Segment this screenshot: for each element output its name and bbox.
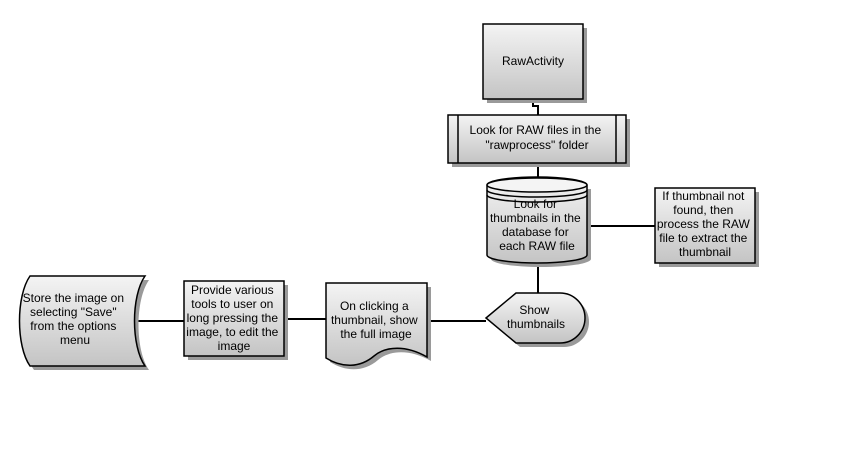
node-provide-tools: Provide various tools to user on long pr… (183, 280, 288, 360)
node-label: Look for RAW files in the "rawprocess" f… (470, 123, 605, 152)
label-line: Look for RAW files in the (470, 123, 602, 137)
node-label: Look for thumbnails in the database for … (490, 197, 584, 253)
node-shape (654, 187, 756, 264)
node-shape (447, 114, 627, 164)
label-line: If thumbnail not (662, 189, 745, 203)
label-line: process the RAW (657, 217, 751, 231)
node-store-image: Store the image on selecting "Save" from… (18, 275, 149, 370)
node-shape (18, 275, 147, 367)
label-line: Show (519, 303, 549, 317)
label-line: Store the image on (23, 291, 124, 305)
label-line: tools to user on (191, 297, 273, 311)
node-database-lookup: Look for thumbnails in the database for … (486, 176, 591, 267)
label-line: thumbnail, show (331, 313, 418, 327)
node-label: Show thumbnails (507, 303, 565, 331)
node-label: If thumbnail not found, then process the… (657, 189, 753, 259)
label-line: thumbnails in the (490, 211, 581, 225)
label-line: "rawprocess" folder (485, 138, 588, 152)
node-cylinder-ring (486, 189, 588, 198)
label-line: thumbnail (679, 245, 731, 259)
label-line: selecting "Save" (30, 305, 117, 319)
label-line: RawActivity (502, 54, 564, 68)
label-line: from the options (30, 319, 116, 333)
label-line: Provide various (191, 283, 274, 297)
node-raw-activity: RawActivity (482, 23, 587, 103)
label-line: the full image (340, 327, 412, 341)
label-line: Look for (514, 197, 557, 211)
node-if-not-found: If thumbnail not found, then process the… (654, 187, 759, 267)
node-label: On clicking a thumbnail, show the full i… (331, 299, 421, 341)
node-shape (183, 280, 285, 357)
label-line: image (218, 339, 251, 353)
label-line: each RAW file (499, 239, 575, 253)
node-look-for-raw-files: Look for RAW files in the "rawprocess" f… (447, 114, 630, 167)
node-label: RawActivity (502, 54, 564, 68)
label-line: long pressing the (187, 311, 279, 325)
node-label: Store the image on selecting "Save" from… (23, 291, 128, 347)
label-line: menu (60, 333, 90, 347)
label-line: found, then (673, 203, 733, 217)
node-cylinder-top (486, 177, 588, 193)
label-line: database for (502, 225, 569, 239)
node-shape (482, 23, 584, 100)
node-label: Provide various tools to user on long pr… (186, 283, 281, 353)
node-shape (325, 282, 428, 366)
node-shape (486, 176, 588, 264)
node-show-thumbnails: Show thumbnails (484, 292, 589, 347)
label-line: thumbnails (507, 317, 565, 331)
node-on-click-thumbnail: On clicking a thumbnail, show the full i… (325, 282, 431, 370)
label-line: image, to edit the (186, 325, 278, 339)
connectors (131, 99, 655, 322)
node-shape (484, 292, 586, 344)
label-line: On clicking a (340, 299, 409, 313)
node-cylinder-ring (486, 194, 588, 203)
label-line: file to extract the (659, 231, 747, 245)
